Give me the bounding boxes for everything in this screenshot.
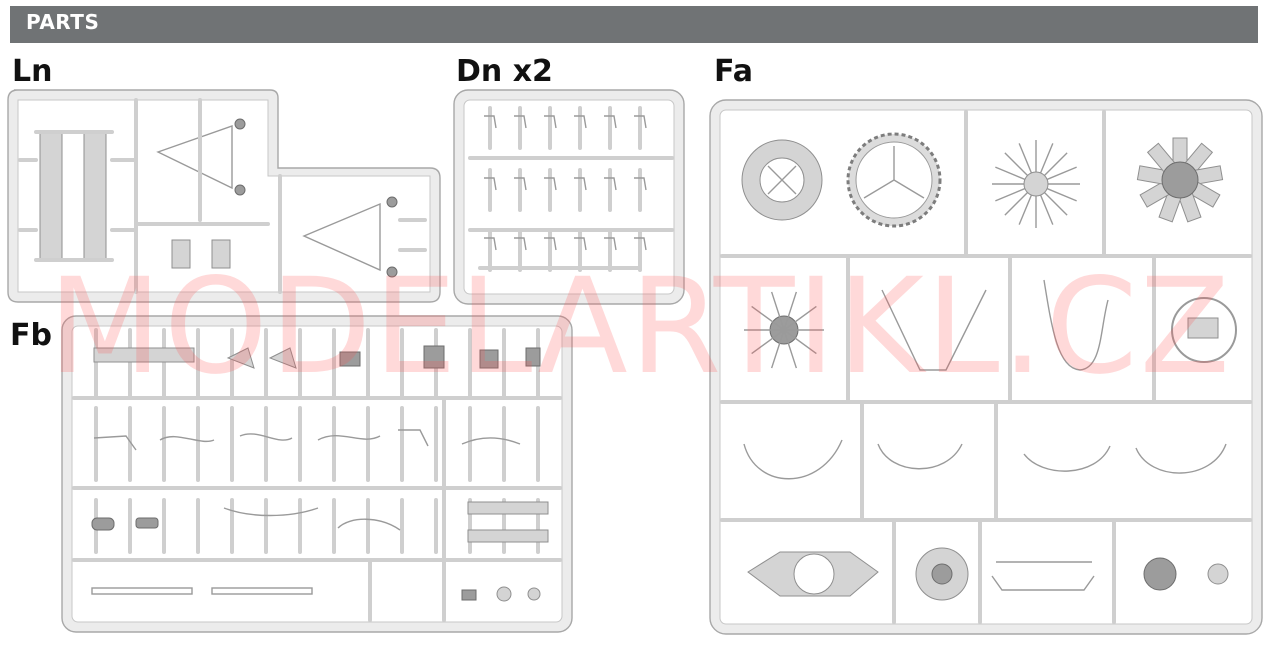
sprue-fa <box>709 99 1263 635</box>
parts-header-title: PARTS <box>26 10 100 34</box>
sprue-label-fb: Fb <box>10 318 52 353</box>
sprue-dn <box>453 89 685 305</box>
sprue-ln <box>7 89 441 303</box>
sprue-label-fa: Fa <box>714 54 753 89</box>
sprue-fb <box>61 315 573 633</box>
parts-header-bar <box>10 6 1258 43</box>
sprue-label-dn: Dn x2 <box>456 54 553 89</box>
sprue-label-ln: Ln <box>12 54 53 89</box>
